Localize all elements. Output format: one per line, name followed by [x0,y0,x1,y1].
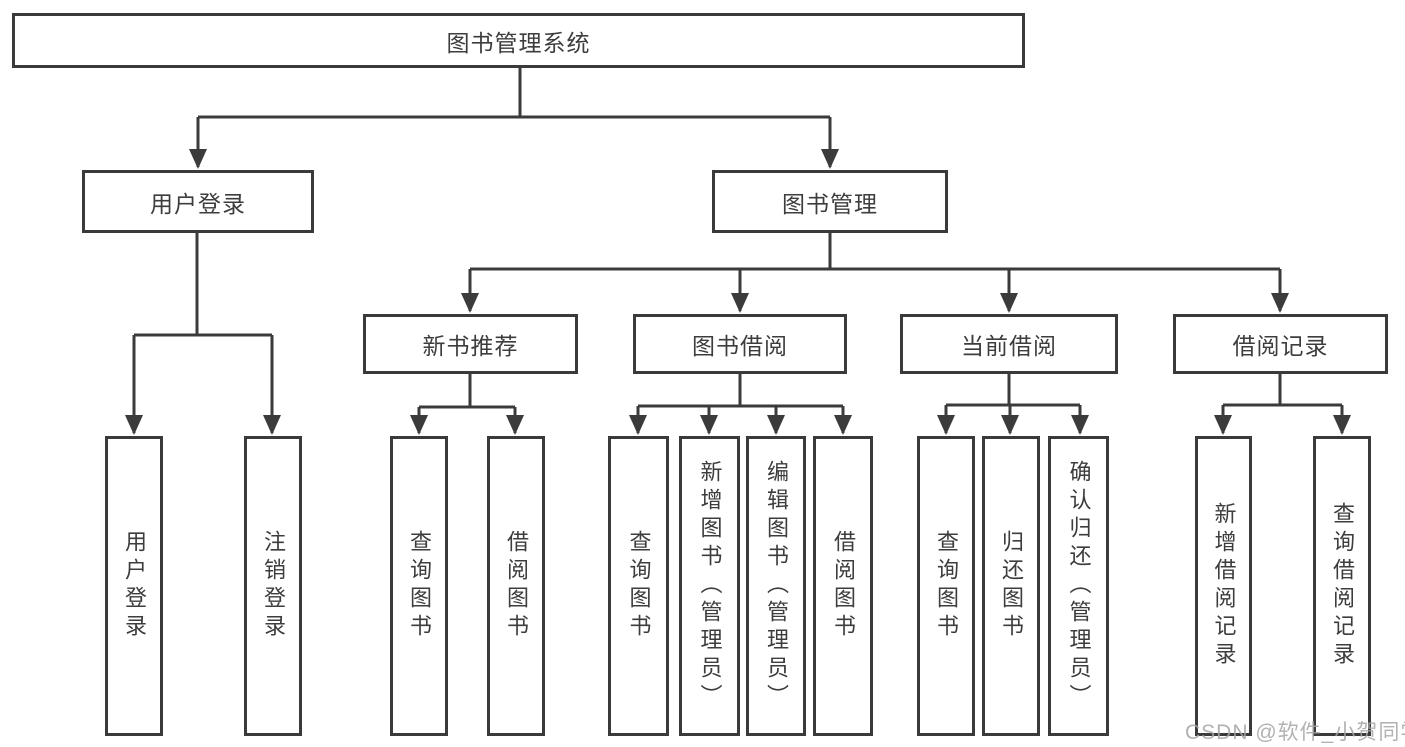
leaf-confirm-return-admin: 确认归还（管理员） [1048,436,1109,736]
node-borrowing-records: 借阅记录 [1173,314,1388,374]
leaf-query-books-current: 查询图书 [917,436,975,736]
node-book-borrowing: 图书借阅 [633,314,847,374]
leaf-return-book: 归还图书 [982,436,1040,736]
leaf-logout: 注销登录 [244,436,302,736]
leaf-edit-book-admin: 编辑图书（管理员） [746,436,806,736]
node-user-login: 用户登录 [82,170,314,233]
leaf-borrow-books: 借阅图书 [813,436,873,736]
leaf-query-books-borrowing: 查询图书 [608,436,669,736]
leaf-add-borrow-record: 新增借阅记录 [1195,436,1252,736]
leaf-user-login: 用户登录 [105,436,163,736]
leaf-borrow-books-recommend: 借阅图书 [487,436,545,736]
leaf-query-books-recommend: 查询图书 [390,436,448,736]
csdn-watermark: CSDN @软件_小贺同学 [1185,721,1405,744]
node-root-system: 图书管理系统 [12,13,1025,68]
node-new-book-recommendation: 新书推荐 [363,314,578,374]
node-current-borrowing: 当前借阅 [900,314,1118,374]
leaf-query-borrow-record: 查询借阅记录 [1313,436,1371,736]
leaf-add-book-admin: 新增图书（管理员） [679,436,740,736]
node-book-management: 图书管理 [712,170,948,233]
